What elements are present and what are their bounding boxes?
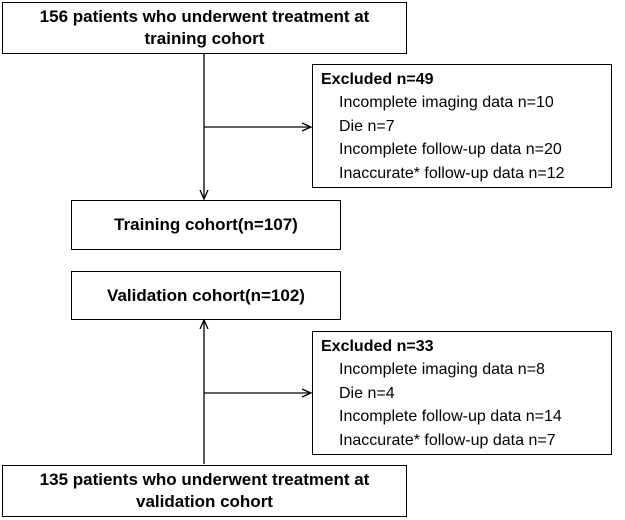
excluded-training-title: Excluded n=49 <box>321 71 434 88</box>
list-item: Die n=7 <box>339 117 395 135</box>
top-box-line1: 156 patients who underwent treatment at <box>39 7 370 26</box>
excluded-training-list: Incomplete imaging data n=10 Die n=7 Inc… <box>321 91 611 185</box>
top-box-line2: training cohort <box>144 29 265 48</box>
list-item: Incomplete follow-up data n=14 <box>339 408 562 425</box>
training-cohort-label: Training cohort(n=107) <box>114 215 298 234</box>
list-item: Incomplete imaging data n=8 <box>339 361 545 378</box>
list-item: Inaccurate* follow-up data n=12 <box>339 164 565 182</box>
validation-cohort-box: Validation cohort(n=102) <box>71 271 341 320</box>
list-item: Die n=4 <box>339 384 395 402</box>
excluded-validation-box: Excluded n=33 Incomplete imaging data n=… <box>312 331 612 455</box>
training-cohort-box: Training cohort(n=107) <box>71 200 341 250</box>
excluded-validation-title: Excluded n=33 <box>321 338 434 355</box>
list-item: Incomplete follow-up data n=20 <box>339 141 562 158</box>
validation-cohort-label: Validation cohort(n=102) <box>107 285 305 305</box>
excluded-training-box: Excluded n=49 Incomplete imaging data n=… <box>312 64 612 188</box>
top-box: 156 patients who underwent treatment at … <box>2 2 407 54</box>
bottom-box: 135 patients who underwent treatment at … <box>2 465 407 517</box>
list-item: Inaccurate* follow-up data n=7 <box>339 431 556 449</box>
bottom-box-line1: 135 patients who underwent treatment at <box>39 470 370 489</box>
bottom-box-line2: validation cohort <box>136 492 273 511</box>
excluded-validation-list: Incomplete imaging data n=8 Die n=4 Inco… <box>321 358 611 452</box>
list-item: Incomplete imaging data n=10 <box>339 94 554 111</box>
